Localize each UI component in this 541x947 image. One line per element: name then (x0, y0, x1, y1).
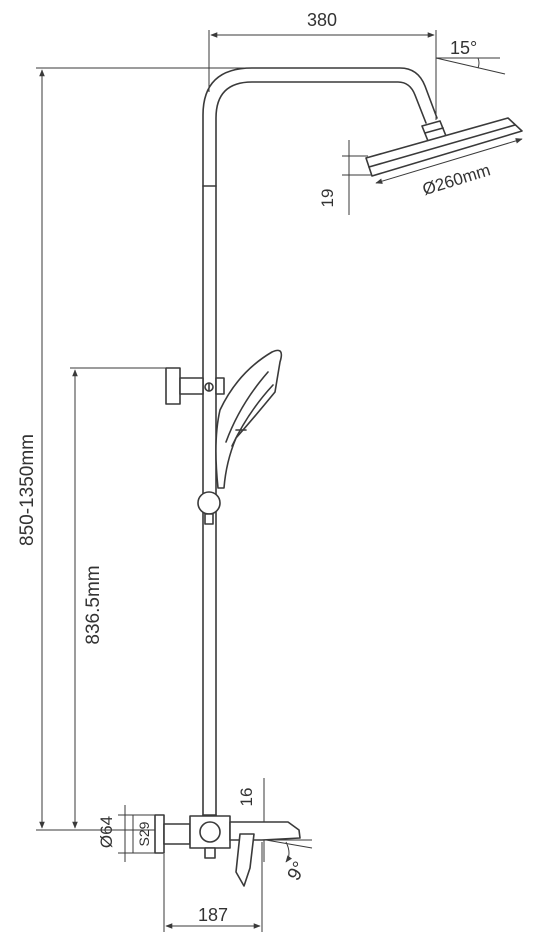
head-angle-label: 15° (450, 38, 477, 58)
dimension-head-thickness: 19 (318, 140, 372, 215)
spout-height-label: 16 (237, 788, 256, 807)
dimension-total-height: 850-1350mm (17, 67, 380, 831)
dimension-spout-angle: 9° (265, 839, 313, 884)
hand-shower (215, 349, 283, 489)
slide-holder (197, 491, 221, 525)
spout-length-label: 187 (198, 905, 228, 925)
dimension-arm-length: 380 (208, 10, 437, 120)
shower-column (202, 67, 438, 816)
mixer-diameter-label: Ø64 (97, 816, 116, 848)
total-height-label: 850-1350mm (17, 434, 38, 546)
head-thickness-label: 19 (318, 189, 337, 208)
dimension-mixer-thread: S29 (132, 814, 156, 854)
mixer-thread-label: S29 (136, 821, 152, 846)
dimension-mixer-to-holder: 836.5mm (70, 367, 166, 829)
rain-shower-head (365, 117, 523, 177)
dimension-spout-length: 187 (163, 842, 263, 932)
wall-bracket (165, 367, 225, 405)
dimension-head-angle: 15° (435, 38, 506, 75)
dimension-spout-height: 16 (237, 778, 265, 862)
spout-angle-label: 9° (284, 858, 311, 884)
arm-length-label: 380 (307, 10, 337, 30)
mixer-body (154, 814, 301, 887)
mixer-to-holder-label: 836.5mm (83, 565, 104, 644)
